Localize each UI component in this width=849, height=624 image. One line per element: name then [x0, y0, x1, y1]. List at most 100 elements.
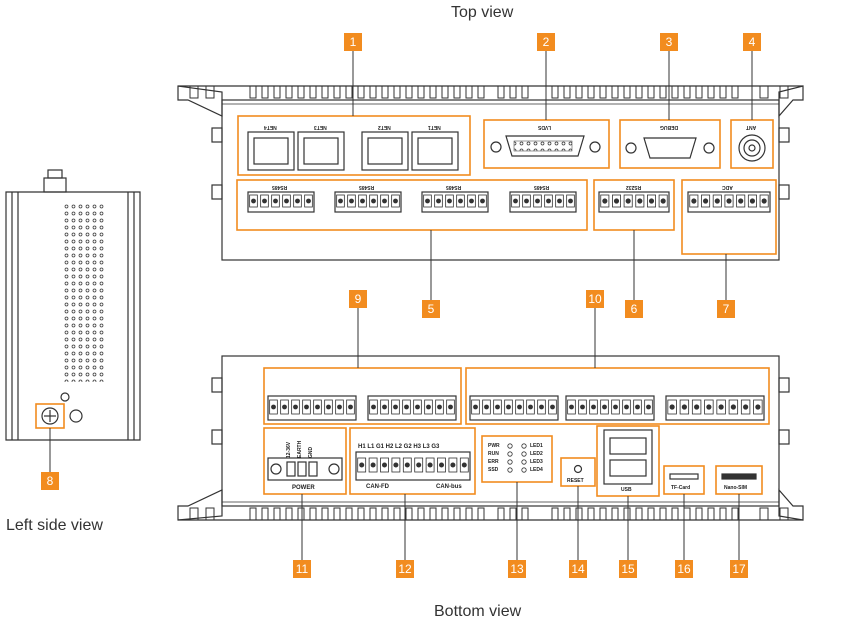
terminal-screw [633, 399, 642, 415]
rs485-label-2: RS485 [359, 184, 375, 190]
terminal-screw-head [393, 404, 398, 410]
terminal-screw-head [436, 198, 441, 204]
top-side-screw-right-2 [778, 184, 790, 200]
lvds-screw-left [490, 141, 502, 153]
terminal-screw-head [569, 404, 574, 410]
terminal-screw [425, 457, 435, 473]
terminal-screw-head [370, 462, 376, 468]
terminal-screw [635, 194, 645, 208]
terminal-screw [391, 399, 400, 415]
led-pwr-label: PWR [488, 443, 500, 449]
rs485-block-1 [247, 191, 315, 213]
terminal-screw [413, 399, 422, 415]
terminal-screw-head [304, 404, 309, 410]
callout-15: 15 [619, 560, 637, 578]
terminal-screw [448, 457, 458, 473]
top-side-screw-right [778, 127, 790, 143]
rs232-label: RS232 [626, 184, 642, 190]
rs485-group-frame [236, 179, 588, 231]
adc-frame [681, 179, 777, 255]
terminal-screw [446, 399, 455, 415]
terminal-screw [515, 399, 524, 415]
terminal-screw-head [557, 198, 562, 204]
terminal-screw-head [295, 198, 300, 204]
callout-17: 17 [730, 560, 748, 578]
sim-label: Nano-SIM [724, 485, 748, 491]
terminal-screw [600, 399, 609, 415]
terminal-screw-head [539, 404, 544, 410]
terminal-screw-head [495, 404, 500, 410]
rs485-block-2 [334, 191, 402, 213]
debug-connector [643, 137, 697, 159]
terminal-screw [567, 399, 576, 415]
terminal-screw-head [761, 198, 767, 204]
terminal-screw [269, 399, 278, 415]
terminal-screw-head [382, 198, 387, 204]
callout-9: 9 [349, 290, 367, 308]
power-screw-left [270, 463, 282, 475]
terminal-screw [456, 194, 465, 208]
terminal-screw [424, 399, 433, 415]
terminal-screw [369, 194, 378, 208]
terminal-screw [459, 457, 469, 473]
terminal-screw-head [382, 404, 387, 410]
usb-label: USB [621, 487, 632, 493]
ant-inner [743, 139, 761, 157]
canbus-label: CAN-bus [436, 484, 462, 490]
net4-label: NET4 [264, 124, 277, 130]
can-connector [355, 451, 471, 481]
top-view-title: Top view [451, 4, 514, 21]
terminal-screw-head [326, 404, 331, 410]
power-screw-right [328, 463, 340, 475]
led-indicator [507, 467, 513, 473]
net3-port [297, 131, 345, 171]
side-antenna-top [47, 169, 63, 179]
terminal-screw-head [535, 198, 540, 204]
terminal-screw [280, 399, 289, 415]
terminal-screw-head [393, 462, 399, 468]
terminal-screw-head [602, 404, 607, 410]
top-fins [189, 85, 789, 99]
terminal-screw [478, 194, 487, 208]
terminal-screw [555, 194, 564, 208]
power-pin-1-label: 12-36V [286, 441, 292, 458]
adc-block [687, 191, 771, 213]
lvds-pins [513, 140, 573, 152]
terminal-screw [544, 194, 553, 208]
terminal-screw-head [517, 404, 522, 410]
do-block-2 [565, 395, 655, 421]
terminal-screw-head [416, 462, 422, 468]
terminal-screw-head [404, 462, 410, 468]
tf-slot [669, 473, 699, 480]
terminal-screw-head [315, 404, 320, 410]
terminal-screw [467, 194, 476, 208]
terminal-screw [434, 194, 443, 208]
terminal-screw [493, 399, 502, 415]
terminal-screw [437, 457, 446, 473]
terminal-screw [658, 194, 668, 208]
power-pin-3 [308, 461, 318, 477]
terminal-screw-head [749, 198, 756, 204]
terminal-screw-head [461, 462, 467, 468]
net4-port [247, 131, 295, 171]
usb-port-2 [609, 459, 647, 477]
terminal-screw [704, 399, 714, 415]
terminal-screw [600, 194, 610, 208]
terminal-screw-head [415, 404, 420, 410]
rs485-block-3 [421, 191, 489, 213]
terminal-screw-head [648, 198, 655, 204]
reset-label: RESET [567, 478, 584, 484]
terminal-screw-head [371, 198, 376, 204]
terminal-screw-head [251, 198, 256, 204]
terminal-screw-head [450, 462, 456, 468]
bottom-terminal-screws [269, 399, 763, 473]
terminal-screw [623, 194, 633, 208]
net2-label: NET2 [378, 124, 391, 130]
led-indicator [507, 451, 513, 457]
terminal-screw-head [427, 462, 433, 468]
top-right-flange [778, 85, 804, 118]
led-indicator [521, 459, 527, 465]
debug-label: DEBUG [660, 124, 679, 130]
net3-label: NET3 [314, 124, 327, 130]
